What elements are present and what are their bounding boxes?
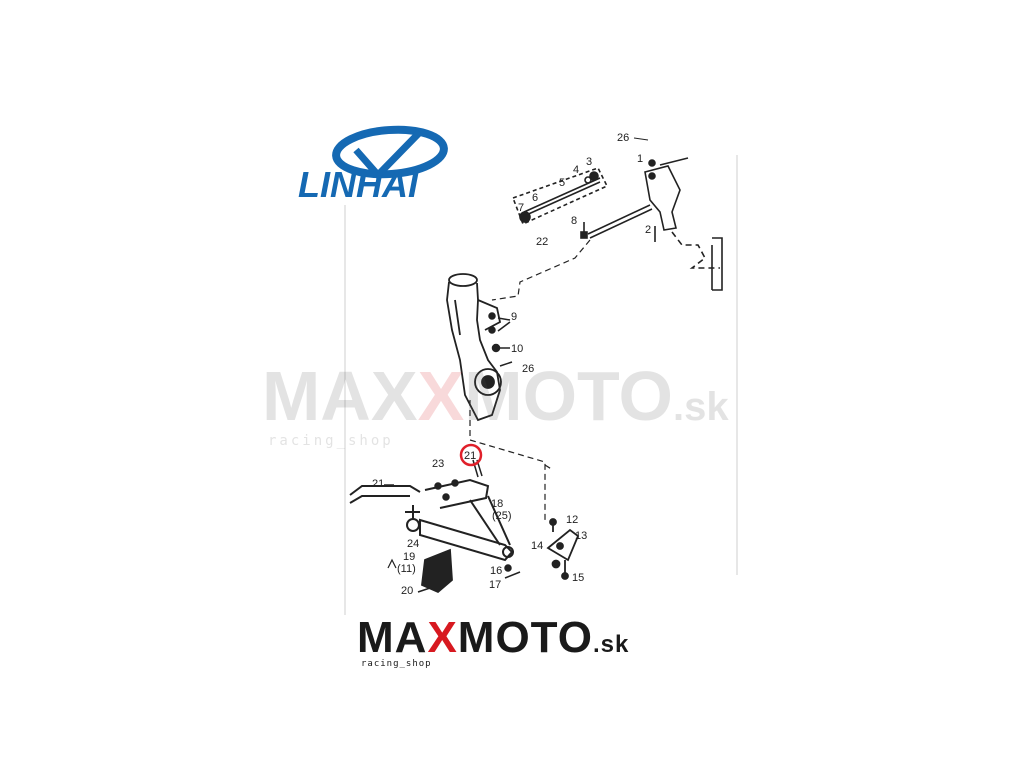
part-label-26b: 26 [522,363,534,375]
highlight-circle [459,443,483,467]
part-label-18: 18 [491,498,503,510]
part-label-1: 1 [637,153,643,165]
footer-brand-x: X [427,613,458,662]
footer-brand-right: MOTO [457,613,593,662]
arm-guard [421,548,453,594]
steering-column [644,157,723,291]
part-label-24: 24 [407,538,419,550]
part-label-26a: 26 [617,132,629,144]
svg-text:MAXXMOTO.sk: MAXXMOTO.sk [262,357,729,435]
footer-brand-logo: MAXMOTO.sk racing_shop [357,616,677,670]
part-label-7: 7 [518,202,524,214]
part-label-16: 16 [490,565,502,577]
part-labels: 26 1 2 3 4 5 6 7 8 22 9 10 26 21 23 21 1… [372,132,651,597]
bolt-8 [580,222,588,239]
leader-lines [469,239,591,520]
watermark-domain: .sk [673,385,729,429]
part-label-5: 5 [559,177,565,189]
watermark-text-left: MAX [262,357,418,435]
ball-joint-bracket [546,518,580,580]
part-label-2: 2 [645,224,651,236]
part-label-8: 8 [571,215,577,227]
part-label-6: 6 [532,192,538,204]
logo-text: LINHAI [298,164,419,205]
footer-brand-left: MA [357,613,428,662]
knuckle-fasteners [488,312,513,367]
part-label-19: 19 [403,551,415,563]
part-label-21: 21 [372,478,384,490]
part-label-10: 10 [511,343,523,355]
part-label-15: 15 [572,572,584,584]
watermark-tagline: racing_shop [268,433,394,449]
part-label-25: (25) [492,510,512,522]
part-label-17: 17 [489,579,501,591]
diagram-frame [344,155,738,615]
linhai-logo: LINHAI [298,125,448,205]
footer-brand-domain: .sk [592,631,630,658]
tie-rod-assembly [511,167,653,239]
part-label-4: 4 [573,164,579,176]
part-label-21-highlighted: 21 [464,450,476,462]
part-label-22: 22 [536,236,548,248]
part-label-9: 9 [511,311,517,323]
fasteners [384,459,521,593]
part-label-12: 12 [566,514,578,526]
footer-brand-tagline: racing_shop [361,659,432,669]
steering-knuckle [446,273,502,422]
part-label-20: 20 [401,585,413,597]
part-label-13: 13 [575,530,587,542]
watermark-text-x: X [418,357,465,435]
lower-a-arm [349,478,514,562]
watermark: MAXXMOTO.sk racing_shop [262,357,729,449]
watermark-text-right: MOTO [464,357,673,435]
part-label-23: 23 [432,458,444,470]
part-label-3: 3 [586,156,592,168]
part-label-11: (11) [397,563,416,575]
part-label-14: 14 [531,540,543,552]
footer-brand-wordmark: MAXMOTO.sk [357,616,629,667]
